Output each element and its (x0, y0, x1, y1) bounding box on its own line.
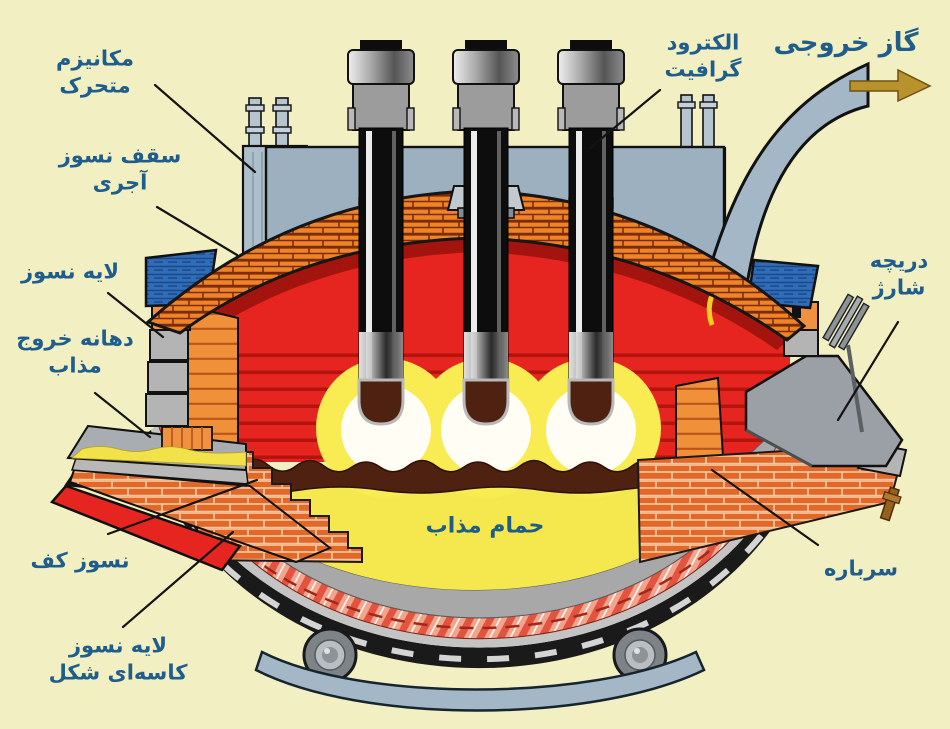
electrode (347, 40, 415, 426)
melt-stream (71, 446, 247, 467)
drain-valve (879, 486, 902, 522)
graphite-electrodes (347, 40, 625, 426)
cradle-base (254, 650, 706, 712)
tap-spout (49, 424, 332, 572)
label-slag: سرباره (824, 556, 898, 581)
slag-layer (187, 458, 758, 494)
tilting-rockers (254, 627, 706, 712)
label-refractory-layer: لایه نسوز (20, 259, 120, 284)
label-melt-bath: حمام مذاب (425, 513, 545, 539)
label-floor-refractory: نسوز کف (30, 548, 130, 573)
refractory-gray-block (149, 329, 189, 361)
electrode (452, 40, 520, 426)
gas-exit-arrow (849, 68, 932, 103)
door-handwheel (822, 293, 870, 351)
electrode (557, 40, 625, 426)
label-exit-gas: گاز خروجی (773, 28, 919, 59)
wheel (302, 627, 358, 683)
leader-lines (93, 83, 900, 629)
